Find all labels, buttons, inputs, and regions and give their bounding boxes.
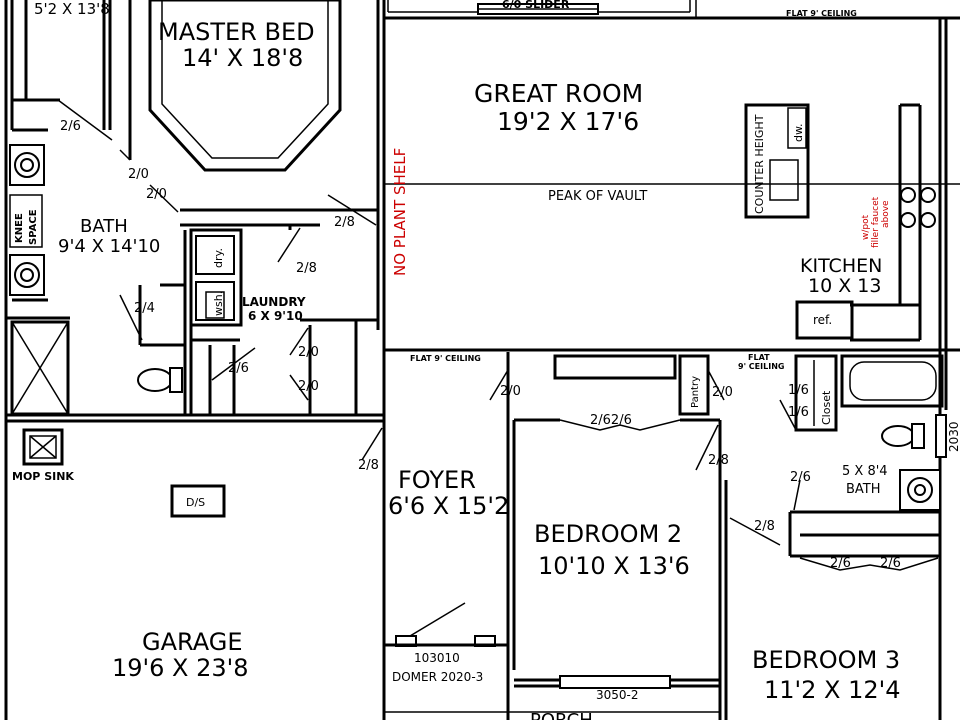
ds-label: D/S	[186, 496, 205, 509]
door-label: 2/0	[298, 379, 319, 394]
door-label: 2/6	[228, 361, 249, 376]
door-label: 2/0	[146, 187, 167, 202]
slider-label: 6/0 SLIDER	[502, 0, 570, 11]
closet-top-size: 5'2 X 13'8	[34, 0, 110, 18]
door-label: 1/6	[788, 405, 809, 420]
window-2030-label: 2030	[947, 421, 960, 452]
door-label: 1/6	[788, 383, 809, 398]
door-label: 2/8	[358, 458, 379, 473]
no-plant-shelf-label: NO PLANT SHELF	[391, 148, 409, 276]
master-bed-size: 14' X 18'8	[182, 44, 303, 72]
master-bed-name: MASTER BED	[158, 18, 315, 46]
bedroom2-size: 10'10 X 13'6	[538, 552, 690, 580]
great-room-size: 19'2 X 17'6	[497, 107, 639, 136]
bedroom2-name: BEDROOM 2	[534, 520, 682, 548]
foyer-size: 6'6 X 15'2	[388, 492, 509, 520]
flat-ceiling-top: FLAT 9' CEILING	[786, 9, 857, 18]
door-label: 2/0	[128, 167, 149, 182]
room-labels: 5'2 X 13'8 MASTER BED 14' X 18'8 GREAT R…	[34, 0, 901, 704]
dormer-label: DOMER 2020-3	[392, 670, 483, 684]
window-3050-label: 3050-2	[596, 688, 639, 702]
peak-of-vault-label: PEAK OF VAULT	[548, 189, 647, 204]
knee-space-1: KNEE	[14, 213, 25, 243]
mop-sink-label: MOP SINK	[12, 470, 74, 483]
flat-ceiling-mid: FLAT 9' CEILING	[410, 354, 481, 363]
filler-note-1: w/pot	[861, 214, 871, 240]
door-label: 2/0	[712, 385, 733, 400]
bedroom3-name: BEDROOM 3	[752, 646, 900, 674]
door-label: 2/8	[296, 261, 317, 276]
refrigerator-label: ref.	[813, 313, 832, 327]
door-label: 2/4	[134, 301, 155, 316]
laundry-name: LAUNDRY	[242, 295, 306, 309]
bath-size: 9'4 X 14'10	[58, 236, 160, 257]
dryer-label: dry.	[212, 248, 225, 268]
porch-label: PORCH	[530, 710, 593, 720]
door-labels: 2/6 2/0 2/0 2/8 2/8 2/4 2/6 2/0 2/0 2/8 …	[60, 119, 901, 571]
bedroom3-size: 11'2 X 12'4	[764, 676, 901, 704]
foyer-name: FOYER	[398, 466, 476, 494]
door-label: 2/0	[500, 384, 521, 399]
kitchen-name: KITCHEN	[800, 255, 882, 277]
flat-ceiling-kitchen-1: FLAT	[748, 353, 770, 362]
closet-label: Closet	[820, 390, 833, 425]
flat-ceiling-kitchen-2: 9' CEILING	[738, 362, 784, 371]
door-label: 2/8	[754, 519, 775, 534]
door-label: 2/6	[790, 470, 811, 485]
door-label: 2/6	[830, 556, 851, 571]
door-label: 2/6	[60, 119, 81, 134]
annotations: 6/0 SLIDER FLAT 9' CEILING FLAT 9' CEILI…	[12, 0, 960, 720]
garage-size: 19'6 X 23'8	[112, 654, 249, 682]
door-label: 2/8	[334, 215, 355, 230]
filler-note-3: above	[881, 200, 891, 228]
kitchen-size: 10 X 13	[808, 275, 881, 297]
door-label: 2/8	[708, 453, 729, 468]
counter-height-label: COUNTER HEIGHT	[753, 114, 766, 214]
washer-label: wsh.	[212, 291, 225, 316]
bath-name: BATH	[80, 216, 128, 237]
door-label: 2/0	[298, 345, 319, 360]
filler-note-2: filler faucet	[871, 196, 881, 248]
pantry-label: Pantry	[690, 376, 701, 408]
garage-name: GARAGE	[142, 628, 242, 656]
bath2-size: 5 X 8'4	[842, 464, 888, 479]
knee-space-2: SPACE	[28, 209, 39, 245]
door-swings	[57, 99, 801, 637]
great-room-name: GREAT ROOM	[474, 79, 643, 108]
door-label: 2/62/6	[590, 413, 632, 428]
walls	[4, 0, 960, 720]
laundry-size: 6 X 9'10	[248, 309, 303, 323]
bath2-name: BATH	[846, 482, 881, 497]
door-label: 2/6	[880, 556, 901, 571]
dw-label: dw.	[792, 124, 805, 142]
window-103010-label: 103010	[414, 651, 460, 665]
